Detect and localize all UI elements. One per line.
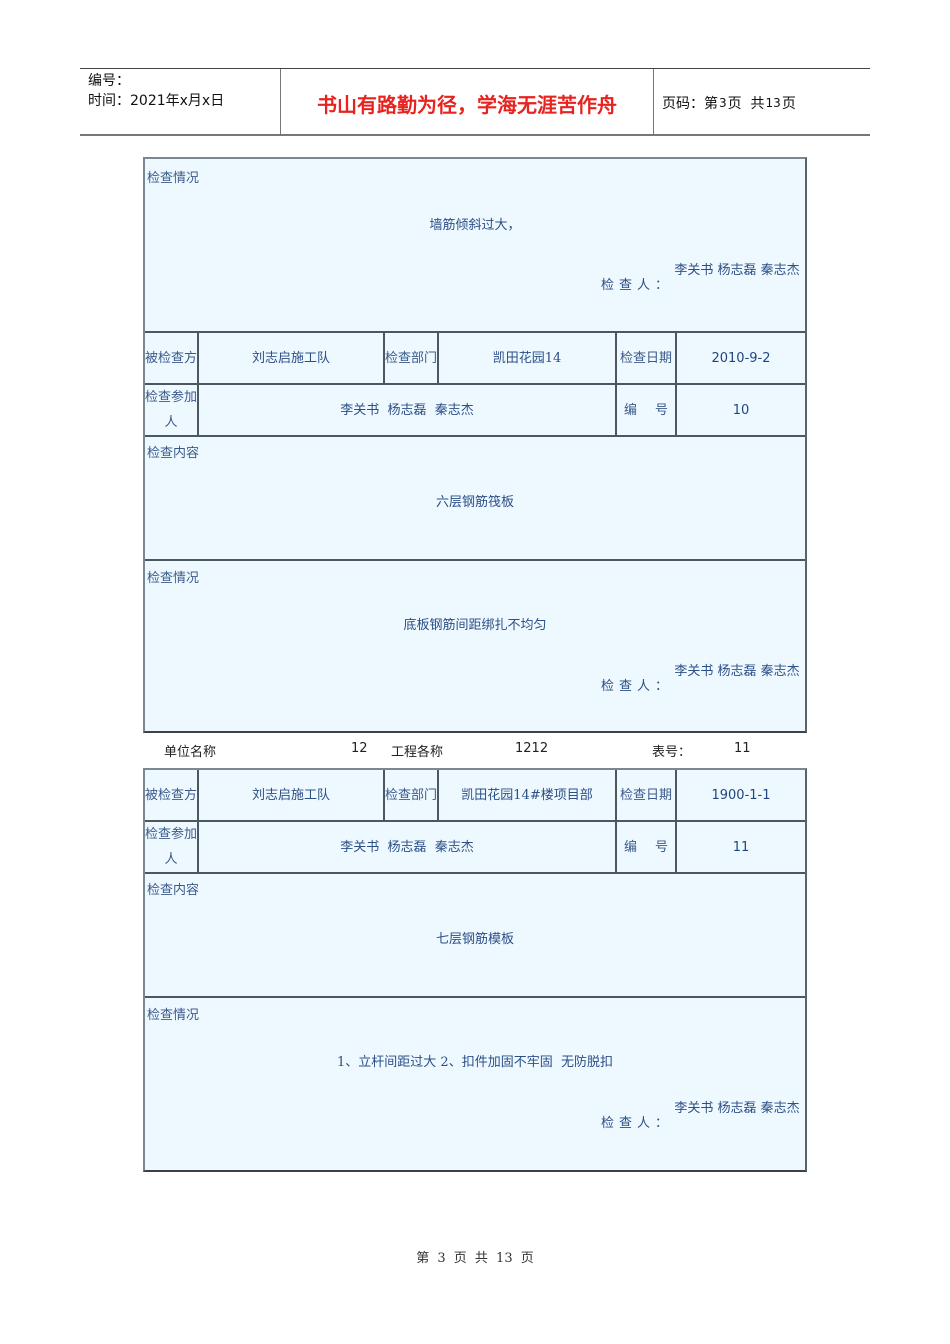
info-row-2: 检查参加人 李关书 杨志磊 秦志杰 编号 11 — [145, 822, 805, 874]
situation-section: 检查情况 1、立杆间距过大 2、扣件加固不牢固 无防脱扣 检查人： 李关书 杨志… — [145, 998, 805, 1170]
situation-text: 墙筋倾斜过大， — [429, 218, 521, 233]
number-label: 编号 — [617, 385, 677, 435]
project-value: 1212 — [515, 741, 549, 756]
inspection-form-2: 被检查方 刘志启施工队 检查部门 凯田花园14#楼项目部 检查日期 1900-1… — [143, 768, 807, 1172]
inspector-names: 李关书 杨志磊 秦志杰 — [674, 1101, 800, 1116]
info-row-2: 检查参加人 李关书 杨志磊 秦志杰 编号 10 — [145, 385, 805, 437]
info-row-1: 被检查方 刘志启施工队 检查部门 凯田花园14#楼项目部 检查日期 1900-1… — [145, 770, 805, 822]
section-label: 检查内容 — [147, 883, 200, 898]
date-value: 1900-1-1 — [711, 787, 771, 803]
unit-value: 12 — [351, 741, 368, 756]
participants-value: 李关书 杨志磊 秦志杰 — [199, 385, 617, 435]
unit-label: 单位名称 — [164, 745, 217, 760]
dept-label: 检查部门 — [385, 770, 439, 820]
number-value: 11 — [732, 839, 750, 855]
page-footer: 第 3 页 共 13 页 — [416, 1251, 534, 1266]
dept-value: 凯田花园14#楼项目部 — [439, 770, 617, 820]
participants-label: 检查参加人 — [145, 822, 199, 872]
situation-text: 1、立杆间距过大 2、扣件加固不牢固 无防脱扣 — [337, 1055, 613, 1070]
section-label: 检查情况 — [147, 571, 200, 586]
situation-section: 检查情况 墙筋倾斜过大， 检查人： 李关书 杨志磊 秦志杰 — [145, 159, 805, 333]
inspected-party-label: 被检查方 — [145, 333, 199, 383]
project-label: 工程各称 — [391, 745, 444, 760]
inspector-label: 检查人： — [601, 1116, 674, 1131]
form-number-label: 表号： — [652, 745, 692, 760]
header-motto: 书山有路勤为径，学海无涯苦作舟 — [281, 69, 654, 134]
header-meta: 编号： 时间：2021年x月x日 — [80, 69, 281, 134]
section-label: 检查情况 — [147, 1008, 200, 1023]
serial-label: 编号： — [88, 73, 130, 89]
content-section: 检查内容 七层钢筋模板 — [145, 874, 805, 998]
number-label: 编号 — [617, 822, 677, 872]
content-section: 检查内容 六层钢筋筏板 — [145, 437, 805, 561]
time-label: 时间：2021年x月x日 — [88, 93, 225, 109]
situation-text: 底板钢筋间距绑扎不均匀 — [403, 618, 547, 633]
number-value: 10 — [732, 402, 750, 418]
inspector-names: 李关书 杨志磊 秦志杰 — [674, 664, 800, 679]
info-row-1: 被检查方 刘志启施工队 检查部门 凯田花园14 检查日期 2010-9-2 — [145, 333, 805, 385]
inspected-party-value: 刘志启施工队 — [199, 333, 385, 383]
participants-label: 检查参加人 — [145, 385, 199, 435]
page-header: 编号： 时间：2021年x月x日 书山有路勤为径，学海无涯苦作舟 页码：第 3 … — [80, 68, 870, 136]
form-meta-row: 单位名称 12 工程各称 1212 表号： 11 — [143, 741, 807, 761]
date-label: 检查日期 — [617, 770, 677, 820]
inspector-names: 李关书 杨志磊 秦志杰 — [674, 263, 800, 278]
inspector-label: 检查人： — [601, 679, 674, 694]
inspection-form-1: 检查情况 墙筋倾斜过大， 检查人： 李关书 杨志磊 秦志杰 被检查方 刘志启施工… — [143, 157, 807, 733]
date-label: 检查日期 — [617, 333, 677, 383]
form-number-value: 11 — [734, 741, 751, 756]
dept-label: 检查部门 — [385, 333, 439, 383]
section-label: 检查内容 — [147, 446, 200, 461]
participants-value: 李关书 杨志磊 秦志杰 — [199, 822, 617, 872]
dept-value: 凯田花园14 — [439, 333, 617, 383]
header-page-info: 页码：第 3 页 共 13 页 — [662, 95, 796, 112]
content-text: 七层钢筋模板 — [435, 932, 514, 947]
date-value: 2010-9-2 — [711, 350, 771, 366]
page-total: 13 — [765, 95, 781, 110]
page-current: 3 — [719, 95, 727, 110]
inspector-label: 检查人： — [601, 278, 674, 293]
inspected-party-value: 刘志启施工队 — [199, 770, 385, 820]
situation-section-2: 检查情况 底板钢筋间距绑扎不均匀 检查人： 李关书 杨志磊 秦志杰 — [145, 561, 805, 731]
inspected-party-label: 被检查方 — [145, 770, 199, 820]
content-text: 六层钢筋筏板 — [435, 495, 514, 510]
section-label: 检查情况 — [147, 171, 200, 186]
